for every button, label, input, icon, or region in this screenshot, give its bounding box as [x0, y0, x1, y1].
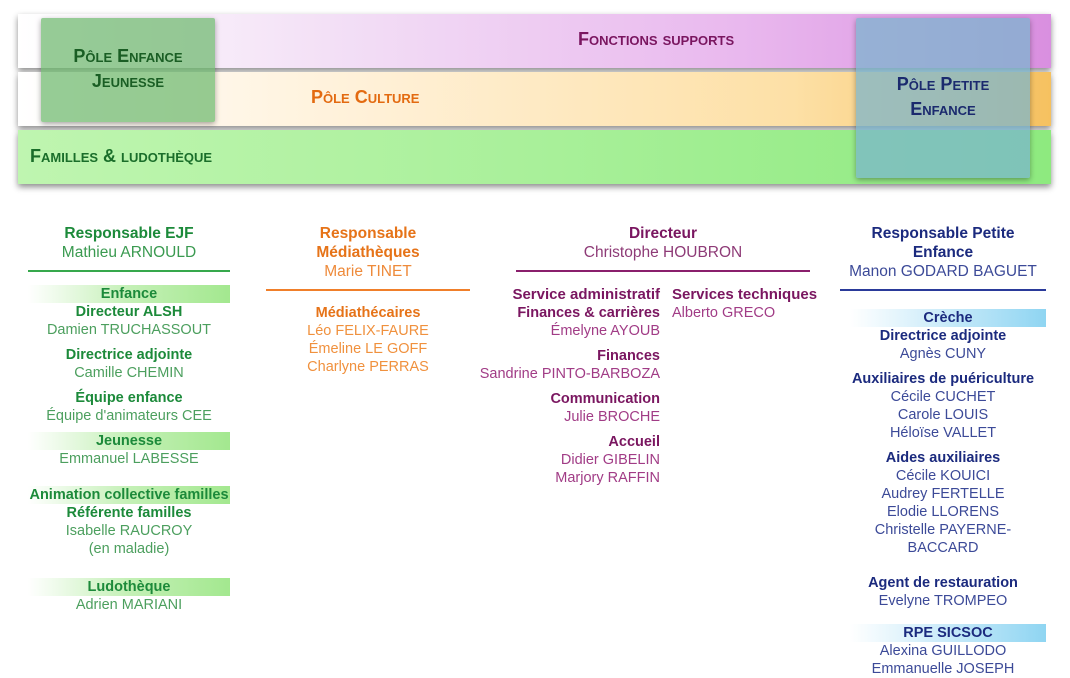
accueil-role: Accueil: [608, 434, 660, 450]
agent-restauration-role: Agent de restauration: [868, 575, 1018, 591]
pole-petite-enfance-box: Pôle Petite Enfance: [856, 18, 1030, 178]
directeur-alsh-name: Damien TRUCHASSOUT: [46, 322, 212, 338]
directeur-divider: [516, 270, 810, 272]
auxiliaire-3: Héloïse VALLET: [889, 425, 997, 441]
directeur-name: Christophe HOUBRON: [583, 244, 743, 261]
creche-bar: Crèche: [850, 309, 1046, 327]
pole-culture-label: Pôle Culture: [311, 87, 420, 107]
pole-enfance-line2: Jeunesse: [91, 71, 165, 91]
finances-role: Finances: [597, 348, 660, 364]
referente-role: Référente familles: [66, 505, 192, 521]
jeunesse-bar: Jeunesse: [28, 432, 230, 450]
mediatheques-title: Responsable Médiathèques: [316, 225, 420, 261]
rpe-name-1: Alexina GUILLODO: [879, 643, 1007, 659]
petite-enfance-name: Manon GODARD BAGUET: [849, 263, 1037, 280]
auxiliaire-2: Carole LOUIS: [897, 407, 989, 423]
agent-restauration-name: Evelyne TROMPEO: [878, 593, 1008, 609]
aide-3: Elodie LLORENS: [886, 504, 1000, 520]
pe-directrice-role: Directrice adjointe: [879, 328, 1007, 344]
ludotheque-bar: Ludothèque: [28, 578, 230, 596]
ludotheque-name: Adrien MARIANI: [75, 597, 183, 613]
accueil-name-2: Marjory RAFFIN: [555, 470, 660, 486]
ejf-name: Mathieu ARNOULD: [61, 244, 197, 261]
directeur-title: Directeur: [628, 225, 698, 242]
ejf-directrice-name: Camille CHEMIN: [74, 365, 184, 381]
referente-name: Isabelle RAUCROY: [65, 523, 193, 539]
mediatheques-name: Marie TINET: [324, 263, 412, 280]
auxiliaires-role: Auxiliaires de puériculture: [851, 371, 1035, 387]
ejf-title: Responsable EJF: [64, 225, 194, 242]
directeur-column: Directeur Christophe HOUBRON: [516, 224, 810, 272]
fonctions-supports-label: Fonctions supports: [578, 29, 735, 49]
aide-1: Cécile KOUICI: [895, 468, 991, 484]
service-administratif-column: Service administratif Finances & carrièr…: [470, 286, 660, 487]
communication-name: Julie BROCHE: [564, 409, 660, 425]
finances-carrieres-name: Émelyne AYOUB: [550, 323, 660, 339]
animation-bar: Animation collective familles: [28, 486, 230, 504]
pole-petite-line2: Enfance: [910, 99, 976, 119]
services-techniques-column: Services techniques Alberto GRECO: [672, 286, 832, 322]
mediatheques-column: Responsable Médiathèques Marie TINET Méd…: [266, 224, 470, 376]
familles-ludotheque-label: Familles & ludothèque: [30, 146, 213, 166]
pole-petite-line1: Pôle Petite: [896, 74, 990, 94]
pole-enfance-line1: Pôle Enfance: [73, 46, 183, 66]
mediathecaire-2: Émeline LE GOFF: [308, 341, 428, 357]
enfance-bar: Enfance: [28, 285, 230, 303]
pe-directrice-name: Agnès CUNY: [899, 346, 987, 362]
aide-2: Audrey FERTELLE: [881, 486, 1005, 502]
aide-4: Christelle PAYERNE-BACCARD: [874, 522, 1012, 556]
aides-role: Aides auxiliaires: [885, 450, 1001, 466]
petite-enfance-column: Responsable Petite Enfance Manon GODARD …: [840, 224, 1046, 678]
ejf-divider: [28, 270, 230, 272]
referente-note: (en maladie): [88, 541, 170, 557]
ejf-column: Responsable EJF Mathieu ARNOULD Enfance …: [28, 224, 230, 614]
jeunesse-name: Emmanuel LABESSE: [59, 451, 199, 467]
ejf-directrice-role: Directrice adjointe: [65, 347, 193, 363]
service-administratif-header: Service administratif: [512, 286, 660, 303]
finances-carrieres-role: Finances & carrières: [517, 305, 660, 321]
finances-name: Sandrine PINTO-BARBOZA: [479, 366, 660, 382]
mediathecaire-1: Léo FELIX-FAURE: [307, 323, 429, 339]
mediatheques-divider: [266, 289, 470, 291]
accueil-name-1: Didier GIBELIN: [560, 452, 660, 468]
equipe-enfance-role: Équipe enfance: [75, 390, 183, 406]
services-techniques-name: Alberto GRECO: [672, 305, 776, 321]
equipe-enfance-name: Équipe d'animateurs CEE: [46, 408, 212, 424]
directeur-alsh-role: Directeur ALSH: [75, 304, 183, 320]
petite-enfance-title: Responsable Petite Enfance: [871, 225, 1015, 261]
rpe-bar: RPE SICSOC: [850, 624, 1046, 642]
petite-enfance-divider: [840, 289, 1046, 291]
services-techniques-header: Services techniques: [672, 286, 818, 303]
mediathecaires-role: Médiathécaires: [315, 305, 421, 321]
rpe-name-2: Emmanuelle JOSEPH: [871, 661, 1015, 677]
auxiliaire-1: Cécile CUCHET: [890, 389, 996, 405]
mediathecaire-3: Charlyne PERRAS: [307, 359, 429, 375]
pole-enfance-jeunesse-box: Pôle Enfance Jeunesse: [41, 18, 215, 122]
communication-role: Communication: [550, 391, 660, 407]
